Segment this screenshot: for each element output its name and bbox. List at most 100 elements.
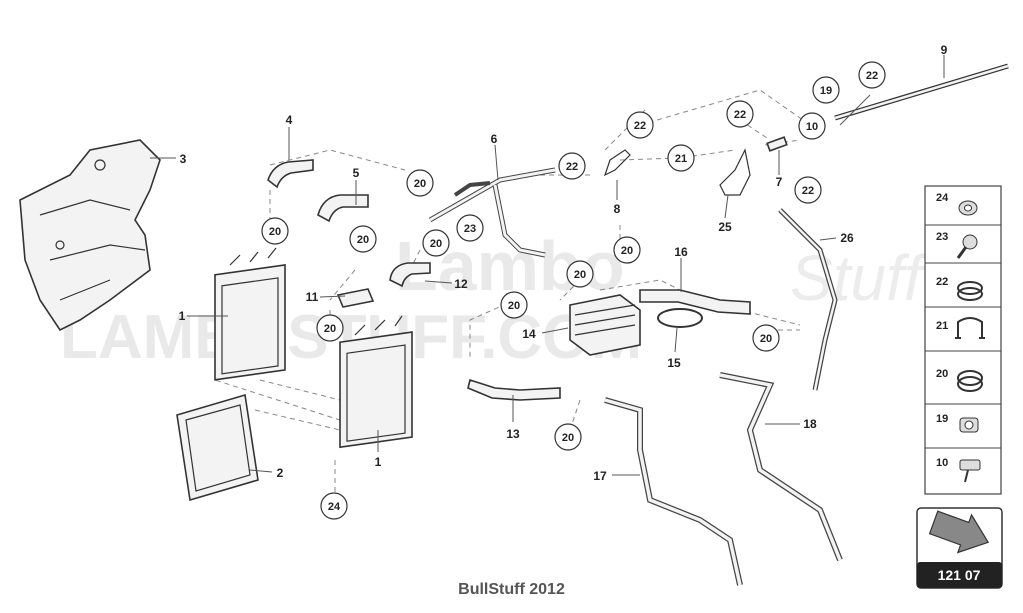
callout-20-i[interactable]: 20 — [752, 324, 780, 352]
part-labels: 1 1 2 3 4 5 6 7 8 9 11 12 13 14 15 16 17… — [179, 43, 948, 483]
svg-text:22: 22 — [634, 120, 646, 132]
callout-20-b[interactable]: 20 — [261, 217, 289, 245]
svg-text:10: 10 — [806, 121, 818, 133]
svg-text:20: 20 — [574, 269, 586, 281]
callout-22-a[interactable]: 22 — [858, 61, 886, 89]
svg-text:20: 20 — [430, 238, 442, 250]
svg-text:20: 20 — [357, 234, 369, 246]
svg-text:22: 22 — [936, 276, 948, 288]
callout-20-h[interactable]: 20 — [316, 314, 344, 342]
radiator-left — [214, 247, 286, 381]
pipe-assembly — [428, 167, 556, 258]
clamp-ring — [657, 308, 703, 328]
svg-text:19: 19 — [936, 413, 948, 425]
part-label-13: 13 — [506, 427, 520, 441]
callout-20-f[interactable]: 20 — [566, 260, 594, 288]
rod-part — [834, 63, 1009, 121]
callout-20-d[interactable]: 20 — [422, 229, 450, 257]
callout-20-c[interactable]: 20 — [349, 225, 377, 253]
svg-text:20: 20 — [562, 432, 574, 444]
svg-text:22: 22 — [866, 70, 878, 82]
callout-10[interactable]: 10 — [798, 112, 826, 140]
part-label-1b: 1 — [375, 455, 382, 469]
callout-24[interactable]: 24 — [320, 492, 348, 520]
part-label-4: 4 — [286, 113, 293, 127]
reference-number: 121 07 — [938, 567, 981, 583]
svg-text:20: 20 — [269, 226, 281, 238]
callout-20-a[interactable]: 20 — [406, 169, 434, 197]
svg-text:10: 10 — [936, 457, 948, 469]
svg-text:22: 22 — [802, 185, 814, 197]
footer-text: BullStuff 2012 — [458, 581, 565, 598]
part-label-11: 11 — [306, 290, 319, 304]
legend-item-22[interactable]: 22 — [936, 276, 983, 301]
legend-item-24[interactable]: 24 — [936, 192, 978, 216]
callout-20-g[interactable]: 20 — [500, 291, 528, 319]
callout-22-b[interactable]: 22 — [626, 111, 654, 139]
svg-text:19: 19 — [820, 85, 832, 97]
callout-21[interactable]: 21 — [667, 144, 695, 172]
part-label-14: 14 — [522, 327, 536, 341]
svg-text:22: 22 — [734, 109, 746, 121]
part-label-18: 18 — [803, 417, 817, 431]
svg-text:23: 23 — [936, 231, 948, 243]
svg-text:23: 23 — [464, 223, 476, 235]
legend-panel: 24 23 22 21 20 19 10 — [924, 185, 1002, 495]
watermark: Lambo LAMBOSTUFF.COM Stuff — [60, 227, 928, 372]
callout-23[interactable]: 23 — [456, 214, 484, 242]
callout-22-c[interactable]: 22 — [726, 100, 754, 128]
part-label-3: 3 — [180, 152, 187, 166]
part-label-5: 5 — [353, 166, 360, 180]
part-label-8: 8 — [614, 202, 621, 216]
part-label-16: 16 — [674, 245, 688, 259]
svg-text:21: 21 — [936, 320, 948, 332]
callout-22-e[interactable]: 22 — [794, 176, 822, 204]
reference-box: 121 07 — [916, 507, 1003, 589]
part-label-7: 7 — [776, 175, 783, 189]
part-label-6: 6 — [491, 132, 498, 146]
svg-text:24: 24 — [328, 501, 341, 513]
svg-text:20: 20 — [414, 178, 426, 190]
part-label-1a: 1 — [179, 309, 186, 323]
clip-icon — [957, 317, 983, 338]
callout-22-d[interactable]: 22 — [558, 152, 586, 180]
part-label-2: 2 — [277, 466, 284, 480]
part-label-9: 9 — [941, 43, 948, 57]
bracket-part — [19, 139, 161, 332]
spring-clamp-icon — [957, 370, 983, 386]
long-tubes — [604, 208, 843, 586]
part-label-17: 17 — [593, 469, 607, 483]
radiator-right — [339, 315, 413, 449]
callout-20-j[interactable]: 20 — [554, 423, 582, 451]
svg-text:21: 21 — [675, 153, 687, 165]
legend-item-10[interactable]: 10 — [936, 457, 981, 483]
bolt-icon — [962, 234, 978, 250]
callout-20-e[interactable]: 20 — [613, 236, 641, 264]
legend-item-23[interactable]: 23 — [936, 231, 978, 259]
svg-text:22: 22 — [566, 161, 578, 173]
callout-19[interactable]: 19 — [812, 76, 840, 104]
legend-item-20[interactable]: 20 — [936, 368, 983, 392]
callout-circles: 20 20 20 20 20 20 20 20 20 20 22 22 22 2… — [261, 61, 886, 520]
leader-lines — [150, 55, 945, 476]
oil-cooler — [569, 294, 641, 356]
plug-connector-icon — [959, 459, 981, 471]
svg-text:24: 24 — [936, 192, 949, 204]
part-label-12: 12 — [454, 277, 468, 291]
svg-text:20: 20 — [324, 323, 336, 335]
svg-text:20: 20 — [621, 245, 633, 257]
svg-text:20: 20 — [760, 333, 772, 345]
legend-item-21[interactable]: 21 — [936, 317, 985, 339]
part-label-26: 26 — [840, 231, 854, 245]
part-label-15: 15 — [667, 356, 681, 370]
svg-text:20: 20 — [936, 368, 948, 380]
filter-panel — [176, 393, 259, 502]
svg-text:20: 20 — [508, 300, 520, 312]
small-fittings — [603, 136, 788, 196]
arrow-icon — [928, 510, 990, 554]
legend-item-19[interactable]: 19 — [936, 413, 979, 433]
part-label-25: 25 — [718, 220, 732, 234]
watermark-script: Stuff — [790, 242, 928, 314]
hose-clamp-icon — [957, 281, 983, 295]
